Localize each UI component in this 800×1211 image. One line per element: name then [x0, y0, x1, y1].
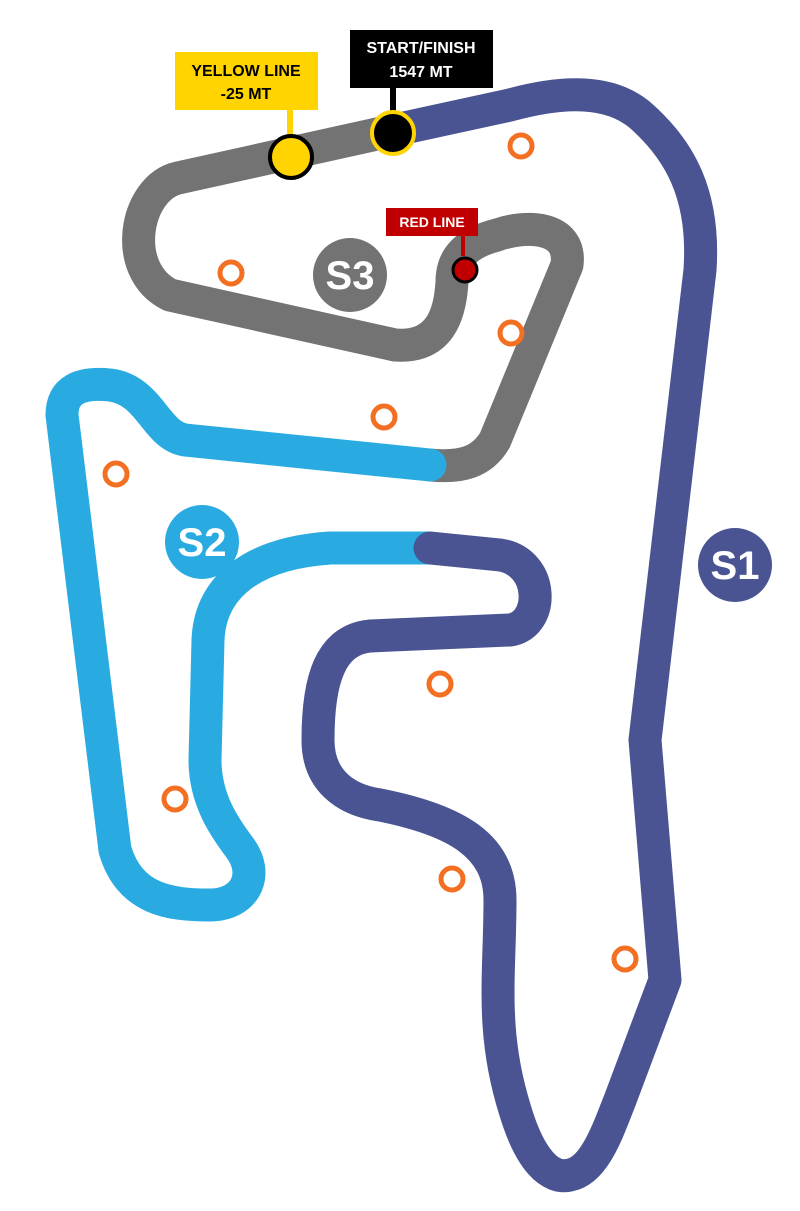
- corner-marker-ring-icon: [426, 670, 454, 698]
- sector-1-label: S1: [711, 544, 760, 588]
- corner-marker-ring-icon: [438, 865, 466, 893]
- corner-marker-ring-icon: [370, 403, 398, 431]
- red-line-point: [451, 256, 479, 284]
- yellow-line-marker: YELLOW LINE -25 MT: [175, 52, 318, 180]
- yellow-line-title: YELLOW LINE: [191, 63, 301, 80]
- sector-1-track: [301, 78, 718, 1193]
- corner-markers: [102, 132, 639, 973]
- corner-marker-ring-icon: [217, 259, 245, 287]
- corner-marker-ring-icon: [611, 945, 639, 973]
- corner-marker-ring-icon: [102, 460, 130, 488]
- red-line-title: RED LINE: [399, 214, 464, 230]
- corner-marker-ring-icon: [161, 785, 189, 813]
- sector-1-badge: S1: [698, 528, 772, 602]
- sector-3-badge: S3: [313, 238, 387, 312]
- start-finish-distance: 1547 MT: [389, 64, 452, 81]
- yellow-line-point: [268, 134, 314, 180]
- red-line-label-box: [386, 208, 478, 236]
- yellow-line-distance: -25 MT: [221, 86, 272, 103]
- start-finish-marker: START/FINISH 1547 MT: [350, 30, 493, 156]
- start-finish-title: START/FINISH: [366, 40, 475, 57]
- sector-2-label: S2: [178, 521, 227, 565]
- corner-marker-ring-icon: [507, 132, 535, 160]
- sector-3-label: S3: [326, 254, 375, 298]
- start-finish-point: [370, 110, 416, 156]
- start-finish-label-box: [350, 30, 493, 88]
- sector-2-badge: S2: [165, 505, 239, 579]
- corner-marker-ring-icon: [497, 319, 525, 347]
- sector-2-track: [45, 367, 447, 922]
- red-line-marker: RED LINE: [386, 208, 479, 284]
- yellow-line-label-box: [175, 52, 318, 110]
